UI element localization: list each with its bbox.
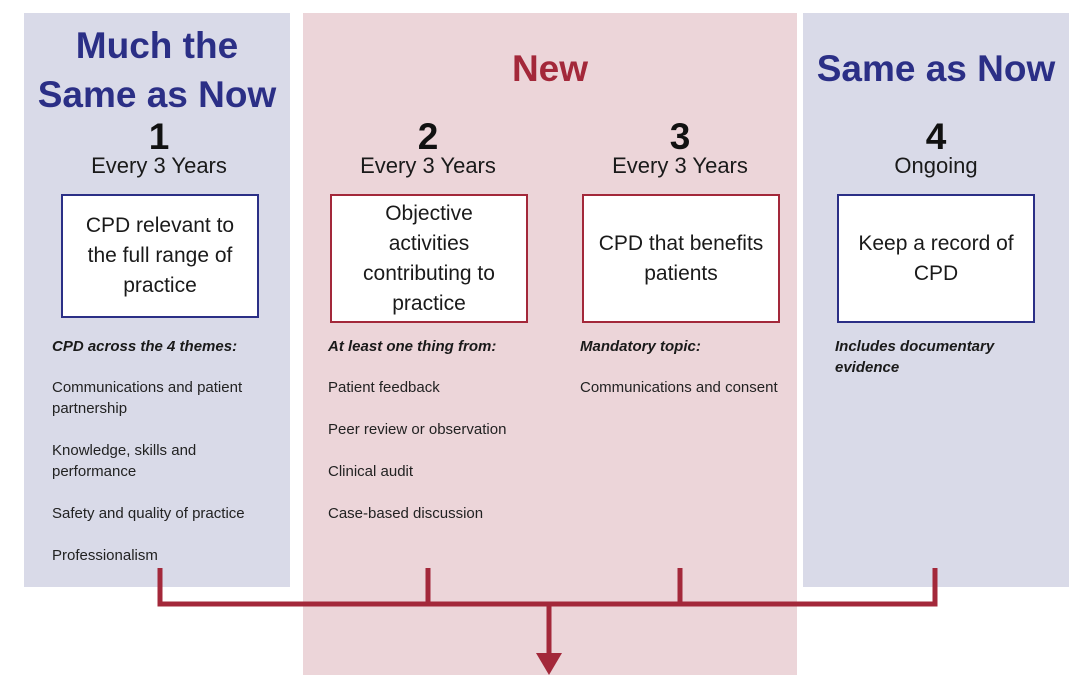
box-line: CPD that benefits — [598, 231, 764, 255]
column-number: 3 — [669, 116, 691, 157]
heading-new: New — [511, 48, 589, 89]
list-item: Safety and quality of practice — [52, 505, 245, 522]
theme-list: Communications and patient partnership K… — [52, 377, 282, 587]
column-number: 2 — [417, 116, 439, 157]
box-line: Keep a record of — [858, 231, 1014, 255]
list-item: Professionalism — [52, 547, 158, 564]
box-line: practice — [123, 274, 197, 297]
box-line: activities — [388, 231, 470, 255]
column-subheading: Mandatory topic: — [580, 338, 701, 355]
column-frequency: Every 3 Years — [612, 153, 748, 178]
box-line: Objective — [385, 201, 473, 225]
box-line: CPD — [913, 261, 959, 285]
heading-much-the-same: Much the Same as Now — [24, 21, 290, 119]
panel-new — [303, 13, 797, 675]
box-line: the full range of — [87, 244, 233, 267]
box-line: practice — [392, 291, 466, 315]
heading-line: Much the — [75, 25, 239, 66]
list-item: Clinical audit — [328, 463, 414, 480]
column-number: 4 — [925, 116, 947, 157]
requirement-box: Keep a record of CPD — [837, 194, 1035, 323]
box-line: patients — [644, 261, 718, 285]
column-number: 1 — [148, 116, 170, 157]
requirement-box: CPD relevant to the full range of practi… — [61, 194, 259, 318]
column-subheading: Includes documentary evidence — [835, 338, 995, 376]
column-frequency: Every 3 Years — [360, 153, 496, 178]
list-item: Peer review or observation — [328, 421, 507, 438]
down-arrow-icon — [536, 653, 562, 675]
heading-same-as-now: Same as Now — [816, 48, 1056, 89]
list-item: Case-based discussion — [328, 505, 484, 522]
column-subheading: At least one thing from: — [328, 338, 497, 355]
column-frequency: Every 3 Years — [91, 153, 227, 178]
activity-list: Patient feedback Peer review or observat… — [328, 377, 568, 545]
list-item: Communications and patient partnership — [52, 379, 243, 417]
column-frequency: Ongoing — [894, 153, 978, 178]
requirement-box: CPD that benefits patients — [582, 194, 780, 323]
box-line: CPD relevant to — [85, 214, 235, 237]
list-item: Patient feedback — [328, 379, 440, 396]
heading-line: Same as Now — [37, 74, 277, 115]
requirement-box: Objective activities contributing to pra… — [330, 194, 528, 323]
column-subheading: CPD across the 4 themes: — [52, 338, 238, 355]
list-item: Knowledge, skills and performance — [52, 442, 197, 480]
topic-list: Communications and consent — [580, 377, 780, 419]
list-item: Communications and consent — [580, 379, 778, 396]
box-line: contributing to — [363, 261, 495, 285]
